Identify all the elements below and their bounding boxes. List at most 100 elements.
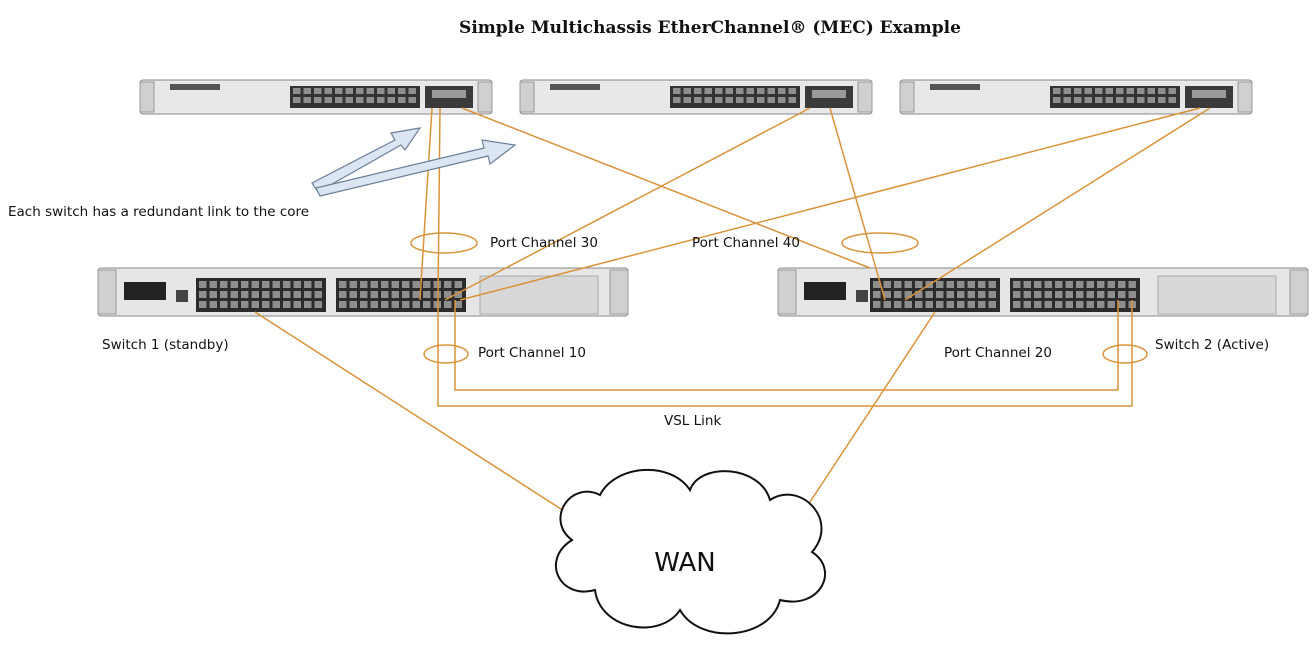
port (967, 301, 975, 308)
port (454, 281, 462, 288)
port (725, 88, 733, 94)
port (915, 281, 923, 288)
link-core1-sw1-a (419, 107, 433, 301)
port (1126, 97, 1134, 103)
port (683, 88, 691, 94)
port (314, 301, 322, 308)
port (272, 301, 280, 308)
port (1023, 281, 1031, 288)
annotation-arrows (311, 127, 517, 197)
port (1076, 301, 1084, 308)
port (251, 301, 259, 308)
port (370, 301, 378, 308)
port (894, 301, 902, 308)
port (324, 97, 332, 103)
port (209, 281, 217, 288)
port (402, 281, 410, 288)
port (715, 97, 723, 103)
port (314, 291, 322, 298)
port (220, 301, 228, 308)
port (324, 88, 332, 94)
link-core2-sw2 (829, 107, 886, 301)
port (283, 281, 291, 288)
port (767, 88, 775, 94)
port (778, 88, 786, 94)
port (1063, 88, 1071, 94)
port-channel-30-label: Port Channel 30 (490, 235, 598, 251)
port (967, 291, 975, 298)
port (1107, 301, 1115, 308)
port (349, 291, 357, 298)
port (1013, 301, 1021, 308)
port (1105, 88, 1113, 94)
port (1118, 281, 1126, 288)
port (904, 301, 912, 308)
port (967, 281, 975, 288)
port (1116, 97, 1124, 103)
port-channel-ellipses (410, 232, 1148, 364)
port (715, 88, 723, 94)
port (1034, 281, 1042, 288)
port (683, 97, 691, 103)
port (778, 97, 786, 103)
link-core3-sw1 (459, 107, 1201, 301)
port (988, 301, 996, 308)
port (936, 281, 944, 288)
port (1105, 97, 1113, 103)
port (423, 281, 431, 288)
port (370, 291, 378, 298)
port (345, 88, 353, 94)
vsl-link-outer (437, 300, 1133, 407)
port (1055, 291, 1063, 298)
port (304, 291, 312, 298)
port (423, 301, 431, 308)
port (454, 301, 462, 308)
port (1137, 97, 1145, 103)
port (220, 281, 228, 288)
port (1095, 88, 1103, 94)
port (1118, 291, 1126, 298)
port (946, 301, 954, 308)
port (272, 281, 280, 288)
port (209, 291, 217, 298)
switch-2-ports-b (1013, 281, 1136, 308)
port (1076, 291, 1084, 298)
port (978, 281, 986, 288)
port (360, 281, 368, 288)
port (293, 291, 301, 298)
link-core2-sw1 (444, 107, 811, 301)
port (788, 97, 796, 103)
port (433, 291, 441, 298)
arrow-2 (315, 139, 517, 197)
port (366, 97, 374, 103)
port (1034, 291, 1042, 298)
port (241, 291, 249, 298)
pc20-ellipse (1102, 344, 1148, 364)
port (1095, 97, 1103, 103)
port (345, 97, 353, 103)
port (904, 291, 912, 298)
port (1074, 97, 1082, 103)
port-channel-10-label: Port Channel 10 (478, 345, 586, 361)
port (339, 301, 347, 308)
port (873, 281, 881, 288)
port (957, 291, 965, 298)
pc10-ellipse (423, 344, 469, 364)
pc40-ellipse (841, 232, 919, 254)
port (1128, 281, 1136, 288)
port (1107, 291, 1115, 298)
port (1065, 301, 1073, 308)
port (1084, 88, 1092, 94)
port (349, 301, 357, 308)
port (230, 281, 238, 288)
switch-2-label: Switch 2 (Active) (1155, 337, 1270, 353)
port (377, 97, 385, 103)
port (387, 97, 395, 103)
port (1023, 301, 1031, 308)
switch-1-ports-b (339, 281, 462, 308)
port (1097, 281, 1105, 288)
port (673, 97, 681, 103)
port (444, 281, 452, 288)
port (303, 88, 311, 94)
port (757, 97, 765, 103)
